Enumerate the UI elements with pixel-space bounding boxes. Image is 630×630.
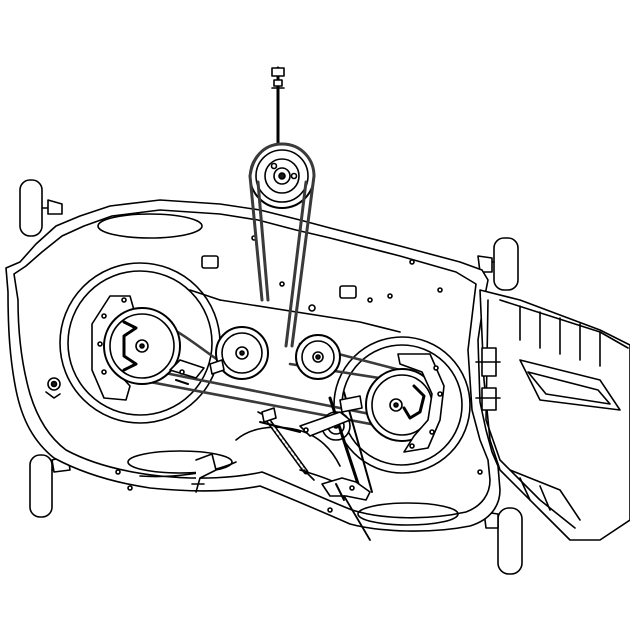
height-adjust-knob xyxy=(46,378,60,398)
drive-belt xyxy=(250,144,314,346)
idler-arm-bracket xyxy=(170,360,204,384)
deck-emboss-bottom-right xyxy=(358,503,458,525)
deck-emboss-top xyxy=(98,214,202,238)
rear-right-gauge-wheel xyxy=(484,508,522,574)
linkage-arm xyxy=(260,412,350,436)
belt-keeper-brackets xyxy=(210,360,276,422)
rear-left-gauge-wheel xyxy=(30,455,70,517)
left-idler-pulley xyxy=(216,327,268,379)
tension-rod xyxy=(272,68,284,150)
chute-hinge-lower xyxy=(482,388,496,410)
deck-emboss-bottom-left xyxy=(128,451,232,473)
front-left-gauge-wheel xyxy=(20,180,62,236)
right-spindle-pulley xyxy=(366,354,444,452)
deck-tabs xyxy=(192,256,356,492)
front-right-gauge-wheel xyxy=(478,238,518,290)
deck-rivets xyxy=(116,236,482,512)
right-idler-pulley xyxy=(296,335,340,379)
deck-lift-bracket xyxy=(322,478,370,540)
left-spindle-pulley xyxy=(92,296,180,400)
discharge-chute xyxy=(476,290,630,540)
